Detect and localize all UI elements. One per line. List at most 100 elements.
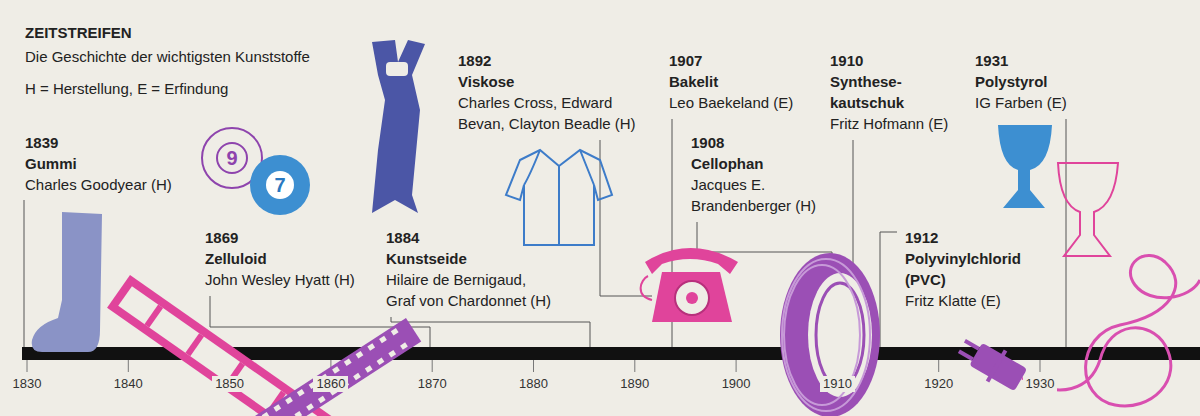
axis-year: 1900: [719, 376, 754, 392]
entry-year: 1907: [669, 50, 702, 71]
tire-rim: [816, 283, 864, 387]
plug-prong: [958, 349, 974, 360]
tire-outer: [780, 253, 880, 416]
subtitle: Die Geschichte der wichtigsten Kunststof…: [25, 46, 310, 67]
film-hole: [332, 366, 340, 373]
axis-year: 1850: [212, 376, 247, 392]
tread-groove: [782, 259, 870, 411]
leader-line: [600, 140, 652, 296]
film-hole: [306, 403, 314, 410]
phone-cord: [641, 276, 652, 300]
telephone: [641, 248, 738, 322]
entry-name: Bakelit: [669, 71, 718, 92]
blouse: [506, 150, 612, 245]
tick: [634, 358, 635, 372]
billiard-ball-spot: [266, 171, 294, 199]
entry-maker: Charles Cross, Edward Bevan, Clayton Bea…: [458, 92, 648, 134]
entry-maker: Hilaire de Bernigaud, Graf von Chardonne…: [386, 269, 558, 311]
tick: [533, 358, 534, 372]
entry-maker: Fritz Klatte (E): [905, 290, 1001, 311]
entry-name: Cellophan: [691, 153, 764, 174]
ball-number: 9: [226, 146, 237, 170]
entry-year: 1884: [386, 227, 419, 248]
plug: [953, 330, 1030, 395]
axis-year: 1870: [415, 376, 450, 392]
film-holes: [262, 328, 408, 416]
ball-number: 7: [274, 173, 285, 197]
tire: [780, 253, 880, 416]
entry-year: 1869: [205, 227, 238, 248]
entry-name: Zelluloid: [205, 248, 267, 269]
axis-year: 1830: [10, 376, 45, 392]
tire-tread: [782, 259, 870, 411]
film-hole: [400, 342, 408, 349]
film-hole: [356, 351, 364, 358]
key-note: H = Herstellung, E = Erfindung: [25, 78, 228, 99]
axis-year: 1910: [820, 376, 855, 392]
phone-base: [652, 272, 732, 322]
egg-cup-outline: [1058, 163, 1118, 256]
title: ZEITSTREIFEN: [25, 22, 132, 43]
film-strip: [255, 318, 421, 416]
rubber-boot: [32, 212, 102, 352]
entry-year: 1908: [691, 132, 724, 153]
film-hole: [367, 343, 375, 350]
leader-line: [24, 200, 25, 347]
film-hole: [285, 397, 293, 404]
phone-handset: [645, 248, 738, 274]
film-hole: [377, 358, 385, 365]
film-hole: [391, 328, 399, 335]
axis-ticks: [27, 358, 1040, 372]
entry-name: Synthese- kautschuk: [830, 71, 930, 113]
entry-year: 1910: [830, 50, 863, 71]
tick: [432, 358, 433, 372]
entry-maker: Leo Baekeland (E): [669, 92, 793, 113]
film-hole: [365, 365, 373, 372]
plug-grip: [986, 349, 1007, 382]
tread-groove: [784, 265, 860, 405]
entry-maker: Fritz Hofmann (E): [830, 113, 948, 134]
blouse-placket: [558, 166, 560, 245]
axis-year: 1920: [921, 376, 956, 392]
scarf-knot: [386, 62, 408, 76]
phone-dial: [675, 281, 709, 315]
film-hole: [262, 412, 270, 416]
entry-name: Polyvinylchlorid (PVC): [905, 248, 1055, 290]
egg-cup: [998, 125, 1052, 208]
leader-line: [880, 232, 897, 347]
film-hole: [297, 389, 305, 396]
tick: [938, 358, 939, 372]
billiard-ball-spot: [217, 143, 247, 173]
film-hole: [344, 359, 352, 366]
film-hole: [318, 396, 326, 403]
film-frame: [185, 333, 204, 356]
tick: [27, 358, 28, 372]
leader-line: [1066, 119, 1067, 347]
tick: [1040, 358, 1041, 372]
entry-year: 1931: [975, 50, 1008, 71]
entry-name: Gummi: [25, 153, 77, 174]
entry-name: Polystyrol: [975, 71, 1048, 92]
entry-maker: Jacques E. Brandenberger (H): [691, 174, 831, 216]
film-hole: [353, 373, 361, 380]
axis-year: 1840: [111, 376, 146, 392]
tick: [128, 358, 129, 372]
entry-year: 1912: [905, 227, 938, 248]
cable: [1022, 256, 1200, 406]
tick: [736, 358, 737, 372]
entry-name: Viskose: [458, 71, 514, 92]
entry-maker: IG Farben (E): [975, 92, 1067, 113]
phone-dial-center: [686, 292, 698, 304]
leader-line: [391, 317, 590, 347]
scarf: [372, 40, 425, 213]
billiard-ball: [250, 155, 310, 215]
axis-year: 1880: [516, 376, 551, 392]
entry-maker: John Wesley Hyatt (H): [205, 269, 355, 290]
entry-name: Kunstseide: [386, 248, 467, 269]
film-hole: [273, 404, 281, 411]
film-hole: [294, 411, 302, 416]
axis-year: 1890: [617, 376, 652, 392]
film-hole: [379, 336, 387, 343]
axis-year: 1860: [313, 376, 348, 392]
